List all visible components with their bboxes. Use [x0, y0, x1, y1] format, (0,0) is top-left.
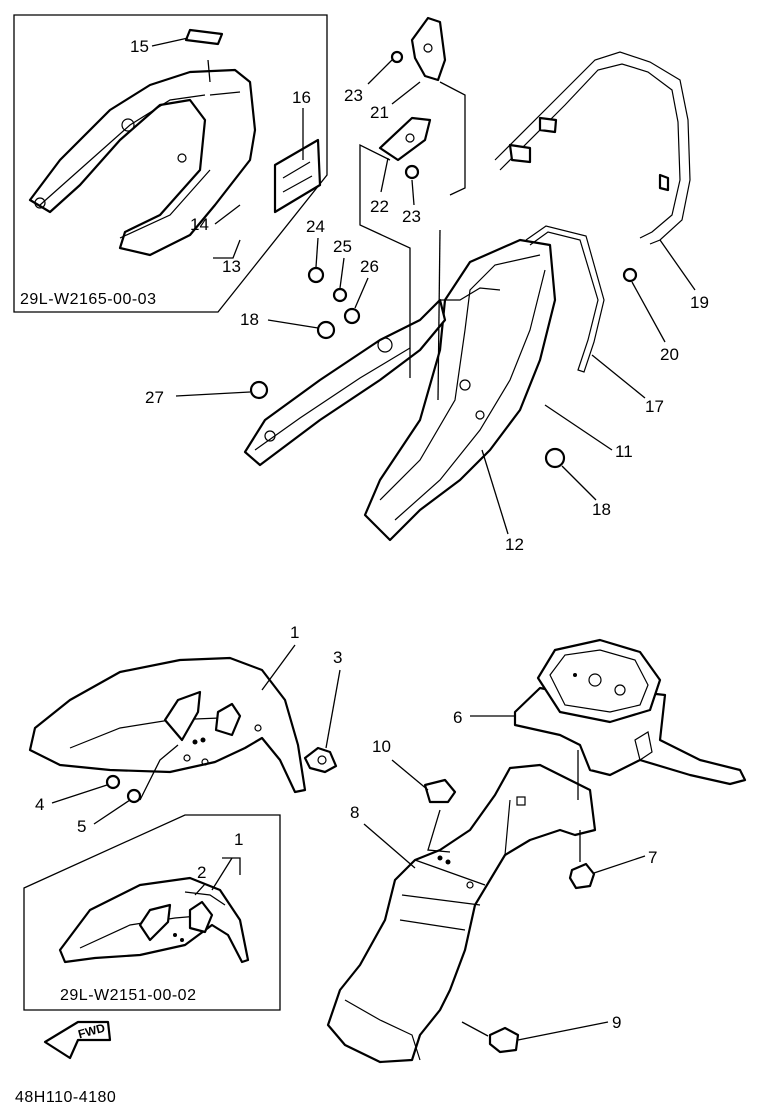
inset-front-fender	[23, 814, 281, 1011]
label-7: 7	[648, 848, 657, 867]
label-2: 2	[197, 863, 206, 882]
grab-bar	[494, 51, 691, 245]
label-22: 22	[370, 197, 389, 216]
label-20: 20	[660, 345, 679, 364]
label-21: 21	[370, 103, 389, 122]
label-10: 10	[372, 737, 391, 756]
label-14: 14	[190, 215, 209, 234]
label-11: 11	[615, 442, 633, 461]
label-9: 9	[612, 1013, 621, 1032]
seat-cowl-main	[243, 238, 557, 542]
label-13: 13	[222, 257, 241, 276]
label-26: 26	[360, 257, 379, 276]
label-8: 8	[350, 803, 359, 822]
fwd-label: FWD	[77, 1021, 107, 1042]
figure-code: 48H110-4180	[15, 1089, 116, 1106]
label-24: 24	[306, 217, 325, 236]
fwd-arrow-icon: FWD	[43, 1021, 112, 1060]
label-23-mid: 23	[402, 207, 421, 226]
label-4: 4	[35, 795, 44, 814]
label-16: 16	[292, 88, 311, 107]
fasteners-top	[249, 50, 638, 469]
label-18-right: 18	[592, 500, 611, 519]
label-17: 17	[645, 397, 664, 416]
label-15: 15	[130, 37, 149, 56]
label-3: 3	[333, 648, 342, 667]
rear-fender	[326, 638, 747, 1064]
label-25: 25	[333, 237, 352, 256]
label-18-left: 18	[240, 310, 259, 329]
label-1: 1	[290, 623, 299, 642]
label-12: 12	[505, 535, 524, 554]
label-1-inset: 1	[234, 830, 243, 849]
inset-seat-cover	[13, 14, 328, 313]
label-27: 27	[145, 388, 164, 407]
front-fender	[28, 656, 307, 794]
front-fender-part-code: 29L-W2151-00-02	[60, 987, 196, 1004]
label-5: 5	[77, 817, 86, 836]
seat-cover-part-code: 29L-W2165-00-03	[20, 291, 156, 308]
label-6: 6	[453, 708, 462, 727]
label-23-top: 23	[344, 86, 363, 105]
label-19: 19	[690, 293, 709, 312]
